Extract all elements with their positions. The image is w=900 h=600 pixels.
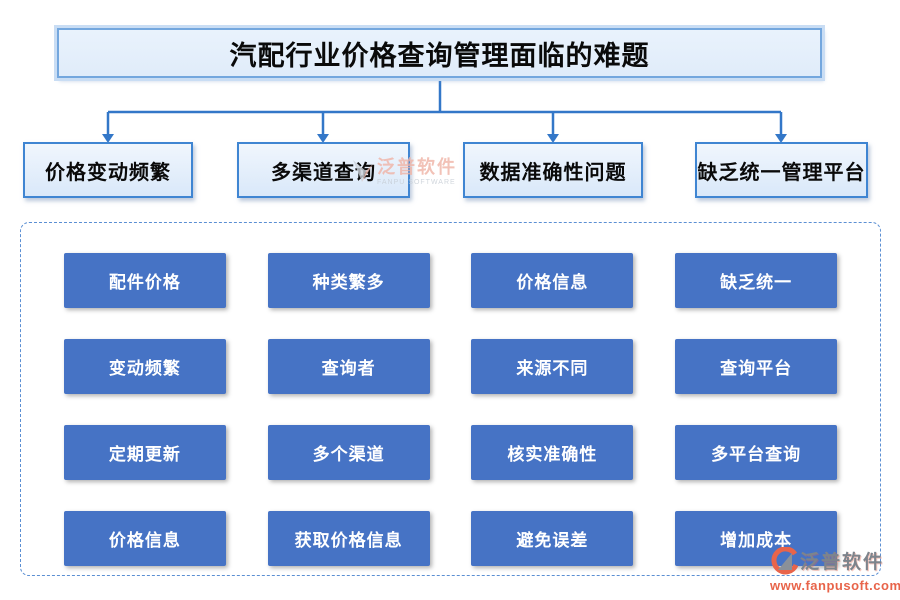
- grid-button: 获取价格信息: [267, 511, 430, 566]
- grid-button-label: 多平台查询: [711, 445, 802, 464]
- diagram-title-label: 汽配行业价格查询管理面临的难题: [229, 40, 650, 71]
- grid-button: 查询平台: [675, 339, 838, 394]
- grid-button-label: 种类繁多: [312, 273, 385, 292]
- grid-button-label: 获取价格信息: [294, 531, 403, 550]
- watermark-url-text: www.fanpusoft.com: [770, 578, 900, 593]
- details-panel: 配件价格 种类繁多 价格信息 缺乏统一 变动频繁 查询者 来源不同 查询平台 定…: [20, 222, 881, 576]
- grid-button: 变动频繁: [63, 339, 226, 394]
- grid-button: 价格信息: [63, 511, 226, 566]
- branch-box-no-unified-platform: 缺乏统一管理平台: [695, 142, 868, 198]
- grid-button-label: 查询平台: [720, 359, 793, 378]
- grid-button: 避免误差: [471, 511, 634, 566]
- grid-button-label: 配件价格: [108, 273, 181, 292]
- grid-button: 增加成本: [675, 511, 838, 566]
- branch-box-price-changes: 价格变动频繁: [23, 142, 193, 198]
- grid-button: 缺乏统一: [675, 253, 838, 308]
- grid-button-label: 缺乏统一: [720, 273, 793, 292]
- grid-button-label: 增加成本: [720, 531, 793, 550]
- branch-box-data-accuracy: 数据准确性问题: [463, 142, 643, 198]
- diagram-title: 汽配行业价格查询管理面临的难题: [57, 28, 822, 78]
- grid-button: 价格信息: [471, 253, 634, 308]
- grid-button-label: 定期更新: [108, 445, 181, 464]
- grid-button-label: 避免误差: [516, 531, 589, 550]
- grid-button: 配件价格: [63, 253, 226, 308]
- grid-button-label: 变动频繁: [108, 359, 181, 378]
- grid-button: 核实准确性: [471, 425, 634, 480]
- grid-button-label: 查询者: [321, 359, 376, 378]
- grid-button: 查询者: [267, 339, 430, 394]
- grid-button: 定期更新: [63, 425, 226, 480]
- grid-button: 多个渠道: [267, 425, 430, 480]
- grid-button-label: 核实准确性: [507, 445, 598, 464]
- branch-label: 价格变动频繁: [45, 161, 171, 184]
- branch-label: 缺乏统一管理平台: [697, 161, 866, 184]
- grid-button-label: 来源不同: [516, 359, 589, 378]
- branch-label: 数据准确性问题: [479, 161, 627, 184]
- grid-button-label: 价格信息: [108, 531, 181, 550]
- grid-button-label: 多个渠道: [312, 445, 385, 464]
- grid-button: 多平台查询: [675, 425, 838, 480]
- grid-button: 种类繁多: [267, 253, 430, 308]
- branch-box-multi-channel: 多渠道查询: [237, 142, 410, 198]
- grid-button-label: 价格信息: [516, 273, 589, 292]
- branch-label: 多渠道查询: [271, 161, 376, 184]
- grid-button: 来源不同: [471, 339, 634, 394]
